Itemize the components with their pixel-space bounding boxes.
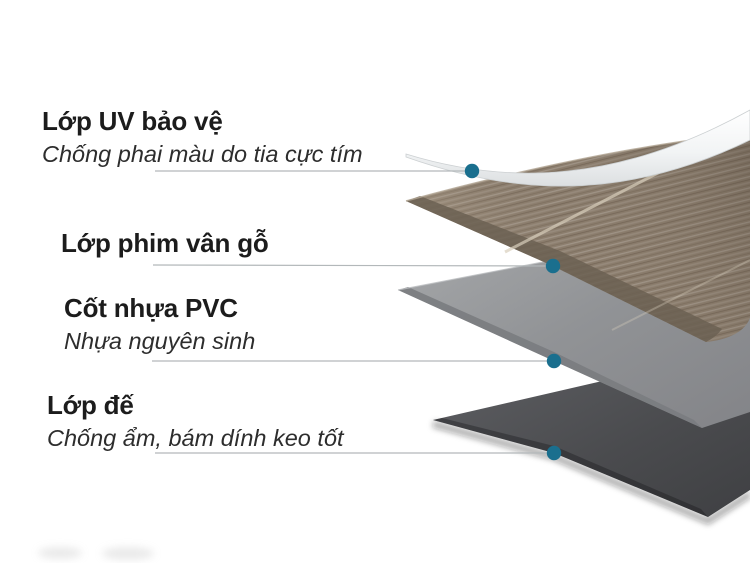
layer-marker-dots <box>464 163 562 461</box>
marker-dot-film <box>545 258 561 274</box>
layer-title: Lớp UV bảo vệ <box>42 106 223 136</box>
leader-lines <box>152 170 548 454</box>
label-base-layer: Lớp đế Chống ẩm, bám dính keo tốt <box>47 390 344 452</box>
marker-dot-uv <box>464 163 480 179</box>
layer-subtitle: Chống ẩm, bám dính keo tốt <box>47 424 344 451</box>
watermark-smudge <box>102 547 154 560</box>
wood-plank-bevel-line-2 <box>611 259 750 331</box>
uv-layer-surface <box>405 109 750 187</box>
layer-title: Lớp đế <box>47 390 134 420</box>
wood-film-tone <box>406 133 750 342</box>
base-layer-shadow <box>432 420 750 525</box>
layer-subtitle: Chống phai màu do tia cực tím <box>42 140 363 167</box>
wood-film-edge <box>406 196 722 342</box>
marker-dot-core <box>546 353 562 369</box>
label-wood-film-layer: Lớp phim vân gỗ <box>61 228 269 262</box>
layer-subtitle: Nhựa nguyên sinh <box>64 327 256 354</box>
leader-line-film <box>152 264 548 267</box>
watermark-smudge <box>38 547 82 559</box>
layer-title: Lớp phim vân gỗ <box>61 228 269 258</box>
label-pvc-core-layer: Cốt nhựa PVC Nhựa nguyên sinh <box>64 293 255 355</box>
uv-layer-sheet <box>405 109 750 187</box>
layer-title: Cốt nhựa PVC <box>64 293 238 323</box>
marker-dot-base <box>546 445 562 461</box>
label-uv-layer: Lớp UV bảo vệ Chống phai màu do tia cực … <box>42 106 363 168</box>
